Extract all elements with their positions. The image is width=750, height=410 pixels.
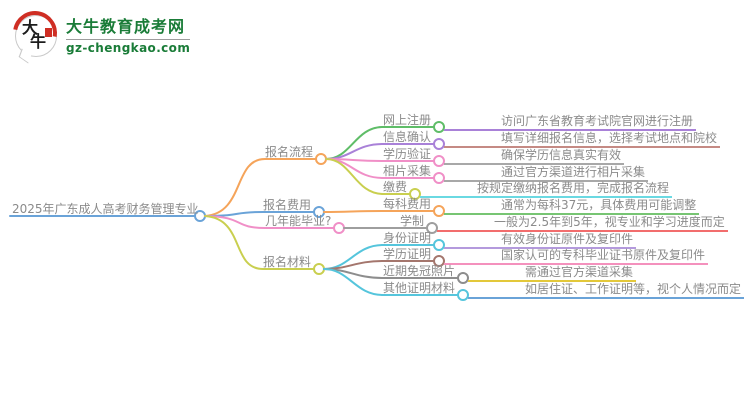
sub-topic: 信息确认	[383, 130, 432, 144]
connector	[323, 268, 459, 296]
leaf-description: 填写详细报名信息，选择考试地点和院校	[444, 131, 721, 148]
sub-topic: 学制	[400, 214, 425, 228]
sub-topic: 其他证明材料	[383, 281, 456, 295]
leaf-description: 国家认可的专科毕业证书原件及复印件	[444, 248, 709, 265]
sub-topic: 每科费用	[383, 197, 432, 211]
node-circle	[409, 188, 421, 200]
connector	[204, 215, 315, 270]
node-circle	[433, 255, 445, 267]
root-topic: 2025年广东成人高考财务管理专业	[12, 202, 199, 216]
node-circle	[333, 222, 345, 234]
node-circle	[315, 153, 327, 165]
sub-topic: 缴费	[383, 180, 408, 194]
sub-topic: 身份证明	[383, 231, 432, 245]
branch-topic: 报名流程	[265, 145, 314, 159]
node-circle	[457, 272, 469, 284]
connector	[204, 158, 317, 217]
logo-text-block: 大牛教育成考网 gz-chengkao.com	[66, 11, 191, 56]
node-circle	[433, 155, 445, 167]
logo-bull-mark-icon: 大 牛	[4, 2, 66, 64]
node-circle	[433, 138, 445, 150]
sub-topic: 近期免冠照片	[383, 264, 456, 278]
logo-char-da: 大	[22, 18, 39, 37]
site-logo: 大 牛 大牛教育成考网 gz-chengkao.com	[4, 2, 191, 64]
leaf-description: 访问广东省教育考试院官网进行注册	[444, 114, 697, 131]
node-circle	[433, 121, 445, 133]
node-circle	[433, 205, 445, 217]
leaf-description: 如居住证、工作证明等，视个人情况而定	[468, 282, 745, 299]
leaf-description: 确保学历信息真实有效	[444, 148, 625, 165]
connector	[204, 215, 335, 229]
node-circle	[457, 289, 469, 301]
leaf-description: 有效身份证原件及复印件	[444, 232, 637, 249]
node-circle	[313, 263, 325, 275]
node-circle	[433, 172, 445, 184]
sub-topic: 网上注册	[383, 113, 432, 127]
leaf-description: 按规定缴纳报名费用，完成报名流程	[420, 181, 673, 198]
branch-topic: 几年能毕业?	[265, 214, 332, 228]
node-circle	[433, 239, 445, 251]
branch-topic: 报名材料	[263, 255, 312, 269]
sub-topic: 学历证明	[383, 247, 432, 261]
site-title: 大牛教育成考网	[66, 17, 186, 36]
logo-red-seal-icon	[45, 28, 52, 37]
sub-topic: 学历验证	[383, 147, 432, 161]
sub-topic: 相片采集	[383, 164, 432, 178]
leaf-description: 通常为每科37元，具体费用可能调整	[444, 198, 700, 215]
node-circle	[426, 222, 438, 234]
connector	[325, 158, 411, 195]
leaf-description: 一般为2.5年到5年，视专业和学习进度而定	[437, 215, 728, 232]
leaf-description: 通过官方渠道进行相片采集	[444, 165, 649, 182]
branch-topic: 报名费用	[263, 198, 312, 212]
connector	[323, 210, 435, 213]
leaf-description: 需通过官方渠道采集	[468, 265, 637, 282]
logo-char-niu: 牛	[30, 32, 47, 51]
site-domain: gz-chengkao.com	[66, 39, 191, 55]
